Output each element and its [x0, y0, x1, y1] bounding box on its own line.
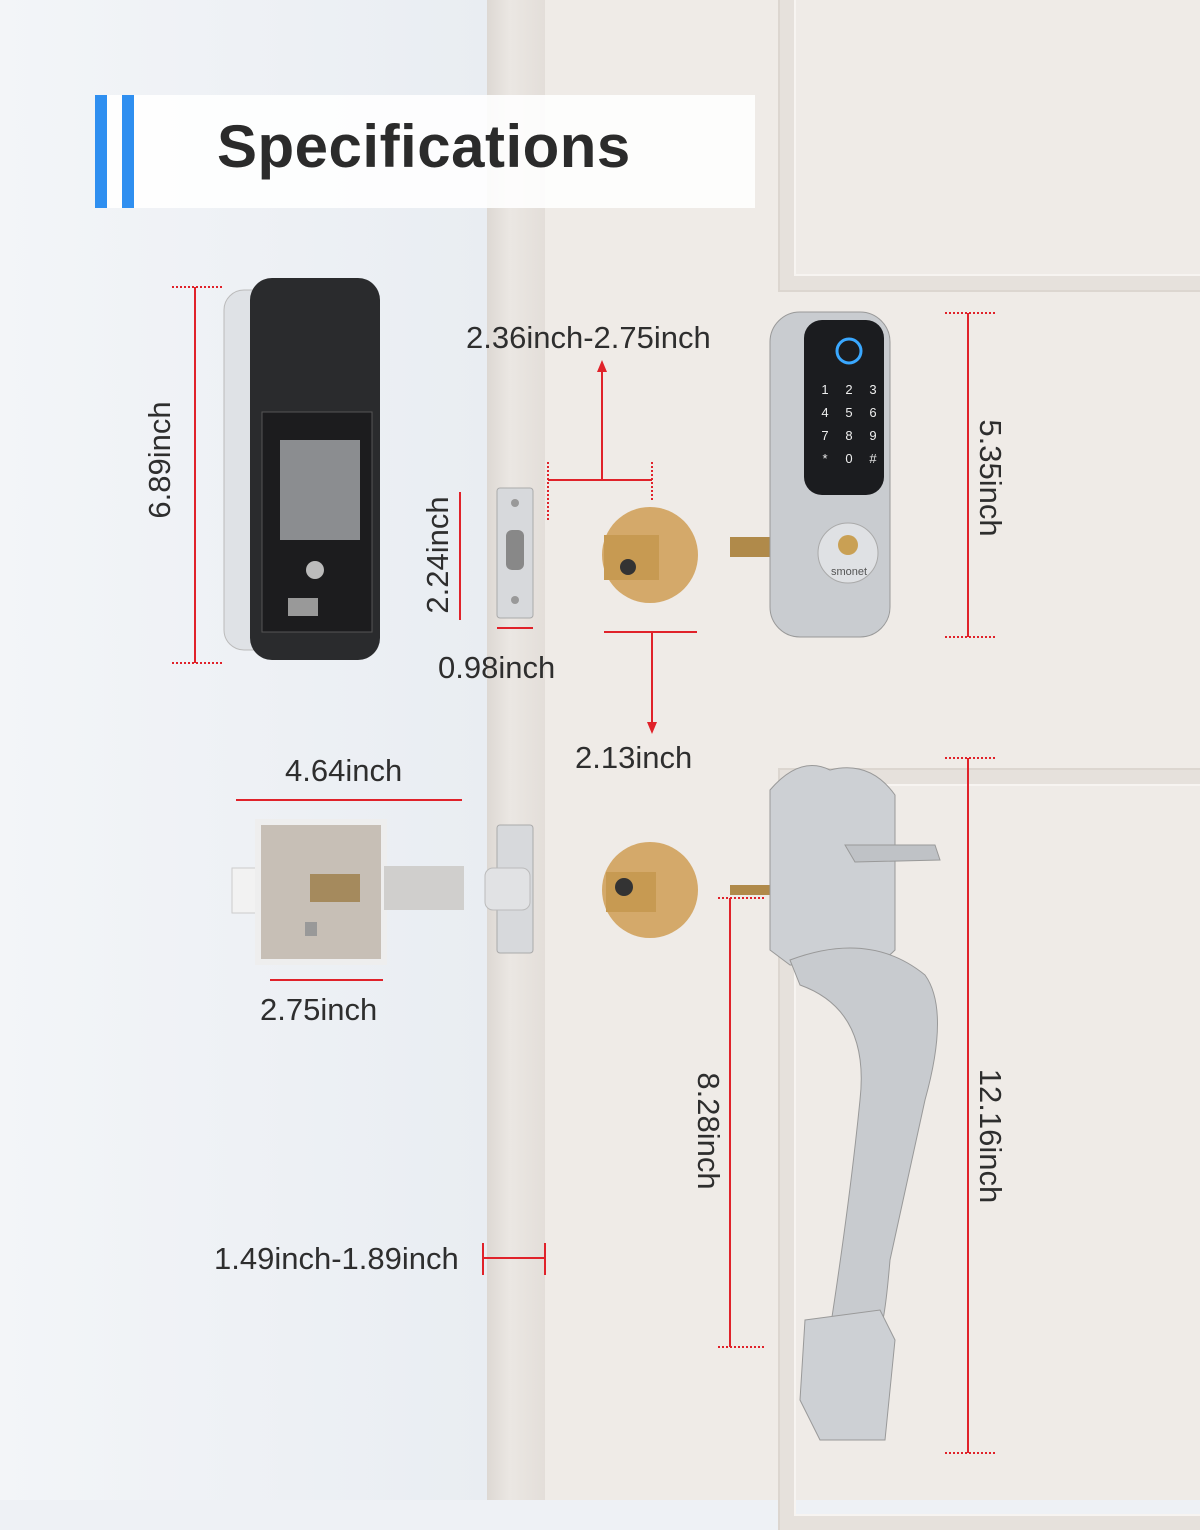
dimension-lines — [172, 286, 995, 1454]
key: 4 — [821, 405, 829, 420]
key: 1 — [821, 382, 829, 397]
brand-logo: smonet — [831, 566, 868, 578]
key: * — [822, 451, 828, 466]
page-title: Specifications — [217, 113, 631, 180]
door-edge — [487, 0, 545, 1500]
key: 5 — [845, 405, 853, 420]
key: 6 — [869, 405, 877, 420]
title-banner — [95, 95, 755, 208]
latch-plate — [484, 824, 534, 954]
key: 2 — [845, 382, 853, 397]
keypad-front — [730, 311, 891, 638]
accent-bar-1 — [95, 95, 107, 208]
key: 9 — [869, 428, 877, 443]
label-bore-hole: 2.13inch — [575, 740, 693, 775]
handle-bore — [602, 842, 770, 938]
deadbolt-bore — [602, 507, 698, 603]
label-handleset-height: 12.16inch — [973, 1068, 1008, 1204]
key: 7 — [821, 428, 829, 443]
label-backset: 2.36inch-2.75inch — [466, 320, 711, 355]
label-latch-plate-width: 2.75inch — [260, 992, 378, 1027]
key: 0 — [845, 451, 853, 466]
door-panel-top — [780, 0, 1200, 290]
keypad-keys: 1 2 3 4 5 6 7 8 9 * 0 # — [813, 382, 885, 466]
label-latch-length: 4.64inch — [285, 753, 403, 788]
handleset — [769, 765, 941, 1441]
background-left — [0, 0, 487, 1500]
keypad-back-plate — [223, 278, 380, 660]
key: 8 — [845, 428, 853, 443]
label-keypad-height: 5.35inch — [973, 419, 1008, 537]
label-strike-plate-height: 2.24inch — [420, 496, 455, 614]
label-keypad-back-height: 6.89inch — [142, 401, 177, 519]
key: 3 — [869, 382, 877, 397]
label-handle-grip-height: 8.28inch — [691, 1072, 726, 1190]
latch-assembly — [231, 819, 464, 965]
label-strike-plate-width: 0.98inch — [438, 650, 556, 685]
accent-bar-2 — [122, 95, 134, 208]
strike-plate — [496, 487, 534, 619]
key: # — [869, 451, 877, 466]
label-door-thickness: 1.49inch-1.89inch — [214, 1241, 459, 1276]
